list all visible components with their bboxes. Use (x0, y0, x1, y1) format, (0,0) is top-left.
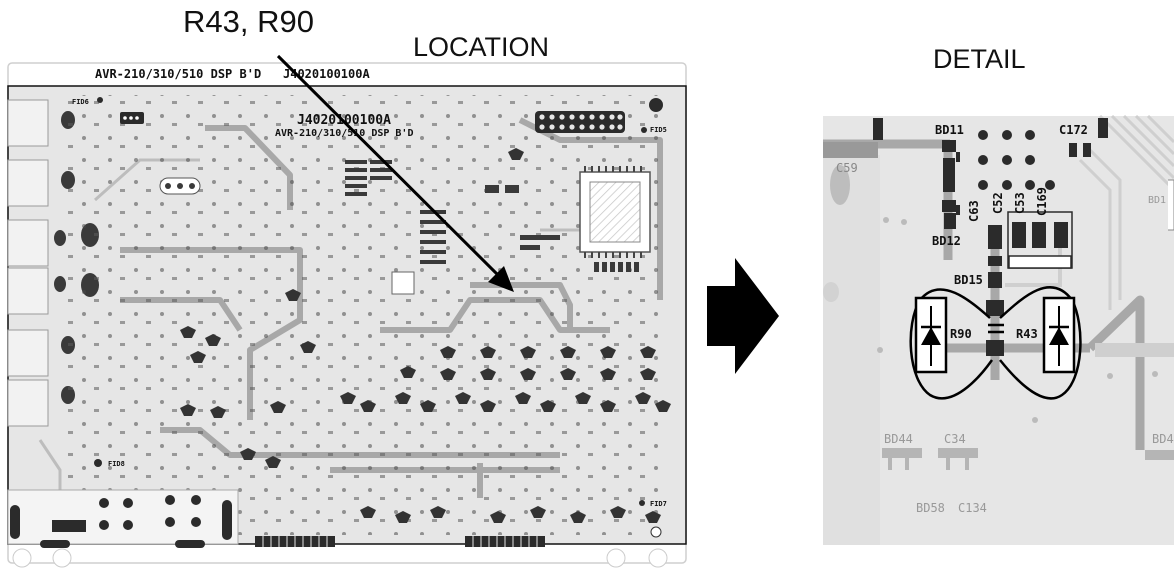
silk-label-r43: R43 (1016, 327, 1038, 341)
diode-symbol-icon (914, 296, 948, 374)
silk-label-c169: C169 (1035, 187, 1049, 216)
silk-label-bd11: BD11 (935, 123, 964, 137)
highlight-outline (909, 286, 1082, 400)
silk-label-c63: C63 (967, 200, 981, 222)
silk-label-c172: C172 (1059, 123, 1088, 137)
board-center-label: AVR-210/310/510 DSP B'D (275, 128, 413, 139)
silk-label-bd15: BD15 (954, 273, 983, 287)
silk-label-c134: C134 (958, 501, 987, 515)
silk-label-c53: C53 (1013, 192, 1027, 214)
silk-label-bd12: BD12 (932, 234, 961, 248)
silk-label-c52: C52 (991, 192, 1005, 214)
silk-label-bd1: BD1 (1148, 195, 1166, 206)
qfp-chip (579, 166, 651, 272)
fiducial-label: FID5 (650, 126, 667, 134)
silk-label-c59: C59 (836, 161, 858, 175)
pcb-detail-view: BD11 C172 C59 C63 C52 C53 C169 BD12 BD1 … (823, 114, 1174, 545)
fiducial-label: FID6 (72, 98, 89, 106)
arrow-pointer (276, 54, 514, 292)
location-heading: LOCATION (413, 32, 550, 62)
component-rows (180, 148, 671, 523)
callout-label: R43, R90 (183, 4, 314, 39)
silk-label-c34: C34 (944, 432, 966, 446)
silk-label-r90: R90 (950, 327, 972, 341)
fiducial-label: FID7 (650, 500, 667, 508)
board-header-label: AVR-210/310/510 DSP B'D (95, 67, 261, 81)
silk-label-bd58: BD58 (916, 501, 945, 515)
silk-label-bd44: BD44 (884, 432, 913, 446)
detail-heading: DETAIL (933, 44, 1026, 74)
silk-label-bd4: BD4 (1152, 432, 1174, 446)
fiducial-label: FID8 (108, 460, 125, 468)
right-arrow-icon (707, 258, 779, 374)
diode-symbol-icon (1042, 296, 1076, 374)
board-header-part: J4020100100A (283, 67, 370, 81)
pcb-location-view: AVR-210/310/510 DSP B'D J4020100100A J40… (7, 54, 687, 568)
